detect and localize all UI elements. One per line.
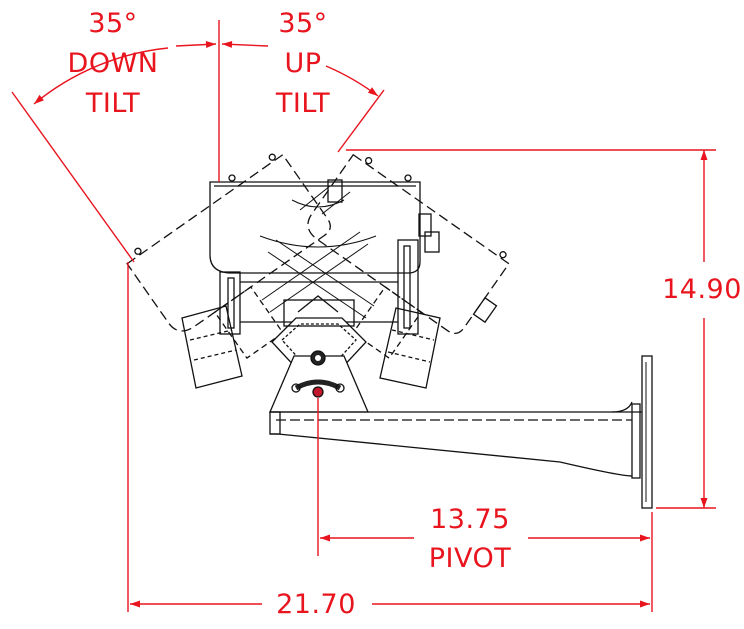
lens-barrel-left [181, 305, 243, 389]
height-dimension-label: 14.90 [660, 274, 744, 305]
up-tilt-extension [337, 89, 385, 153]
lens-barrel-right [379, 307, 441, 389]
housing-level [209, 174, 440, 274]
left-side-plate [219, 271, 241, 335]
mounting-arm [269, 401, 642, 479]
wall-mount-plate [641, 355, 653, 509]
tilt-pivot-plate [269, 350, 369, 413]
camera-assembly [126, 153, 653, 509]
width-dimension-label: 21.70 [276, 589, 356, 620]
down-tilt-extension [11, 91, 135, 263]
internal-bracing [259, 185, 377, 319]
housing-down-tilt [126, 153, 331, 359]
down-tilt-angle-label: 35° [88, 8, 138, 39]
pivot-dimension-label: PIVOT [428, 543, 512, 574]
down-tilt-arc [33, 47, 169, 105]
down-tilt-word-label: TILT [85, 88, 141, 119]
up-tilt-word-label: TILT [275, 88, 331, 119]
dimension-lines [11, 20, 716, 612]
pivot-dimension-value: 13.75 [430, 504, 510, 535]
up-tilt-arc [325, 65, 379, 97]
up-tilt-direction-label: UP [284, 48, 322, 79]
down-tilt-direction-label: DOWN [67, 48, 159, 79]
housing-up-tilt [307, 153, 510, 359]
up-tilt-angle-label: 35° [278, 8, 328, 39]
